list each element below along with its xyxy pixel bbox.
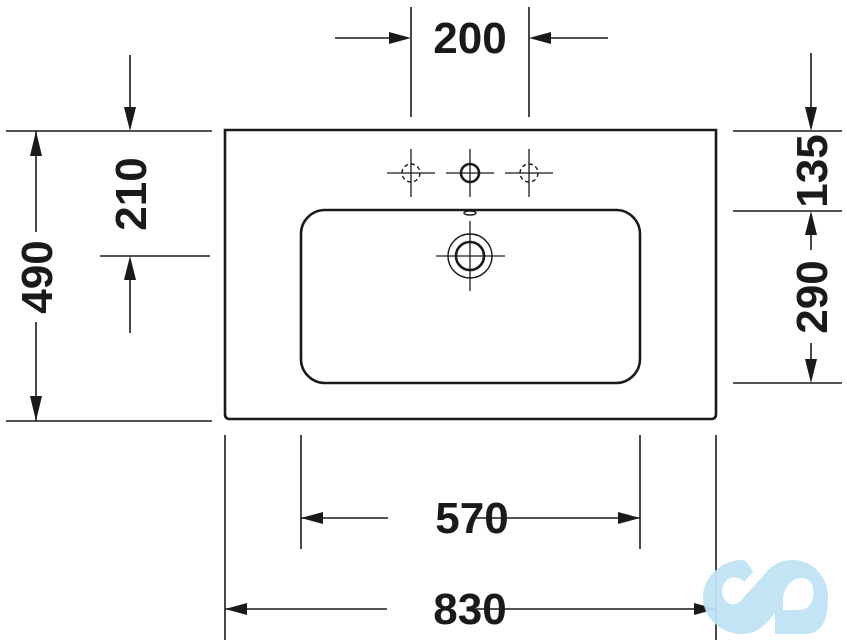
basin-bowl-outline [299, 208, 642, 385]
overflow-slot-icon [463, 210, 477, 216]
tap-hole-right-icon [505, 149, 553, 197]
dimension-tap-spacing: 200 [335, 7, 608, 117]
dimension-front-to-drain: 210 [100, 55, 210, 333]
dimension-label-200: 200 [433, 14, 506, 63]
dimension-label-490: 490 [13, 240, 62, 313]
infinity-logo-icon [703, 560, 828, 634]
basin-outer-outline [223, 128, 718, 421]
dimension-basin-depth: 290 [733, 211, 842, 384]
dimension-label-135: 135 [788, 134, 837, 207]
drain-outlet-icon [436, 221, 505, 291]
tap-hole-center-icon [446, 149, 494, 197]
dimension-label-290: 290 [788, 260, 837, 333]
dimension-basin-width: 570 [300, 435, 641, 549]
tap-hole-left-icon [387, 149, 435, 197]
dimension-rear-to-basin: 135 [733, 53, 842, 212]
dimension-label-570: 570 [435, 494, 508, 543]
dimension-label-210: 210 [107, 157, 156, 230]
dimension-total-depth: 490 [6, 130, 212, 422]
dimension-label-830: 830 [433, 585, 506, 634]
